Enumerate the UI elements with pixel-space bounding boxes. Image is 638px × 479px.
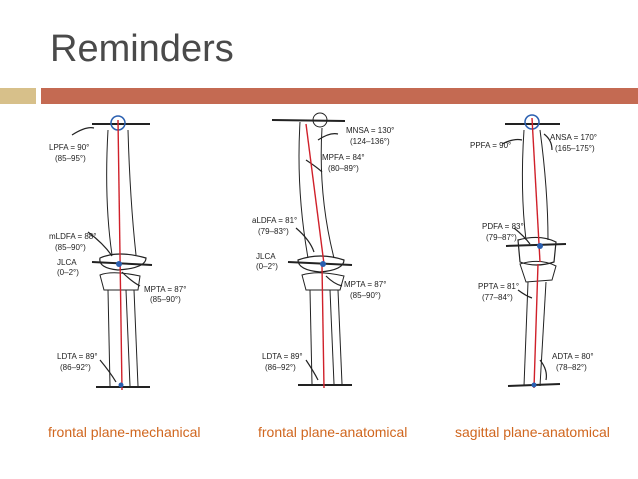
label-adta: ADTA = 80°	[552, 352, 594, 361]
mechanical-axis-line	[117, 119, 123, 391]
knee-center-marker	[116, 261, 122, 267]
label-ppta-range: (77–84°)	[482, 293, 513, 302]
ankle-center-marker	[118, 382, 124, 388]
caption-frontal-mechanical: frontal plane-mechanical	[48, 424, 201, 440]
label-mpfa: MPFA = 84°	[322, 153, 365, 162]
femoral-anatomical-axis	[305, 123, 325, 265]
label-jlca: JLCA	[57, 258, 77, 267]
label-adta-range: (78–82°)	[556, 363, 587, 372]
label-mpta-anatomical: MPTA = 87°	[344, 280, 386, 289]
label-jlca-anatomical-range: (0–2°)	[256, 262, 278, 271]
slide-title: Reminders	[50, 28, 234, 70]
label-lpfa-range: (85–95°)	[55, 154, 86, 163]
diagram-sagittal-anatomical	[501, 114, 567, 387]
sagittal-knee-marker	[537, 243, 543, 249]
label-mldfa-range: (85–90°)	[55, 243, 86, 252]
caption-sagittal-anatomical: sagittal plane-anatomical	[455, 424, 610, 440]
label-aldfa: aLDFA = 81°	[252, 216, 297, 225]
label-ldta: LDTA = 89°	[57, 352, 98, 361]
label-mpta-range: (85–90°)	[150, 295, 181, 304]
label-ansa: ANSA = 170°	[550, 133, 597, 142]
label-mldfa: mLDFA = 88°	[49, 232, 96, 241]
label-lpfa: LPFA = 90°	[49, 143, 89, 152]
sagittal-femoral-axis	[531, 117, 541, 263]
title-accent-bar-right	[41, 88, 638, 104]
label-ldta-anatomical: LDTA = 89°	[262, 352, 303, 361]
label-ldta-range: (86–92°)	[60, 363, 91, 372]
label-jlca-anatomical: JLCA	[256, 252, 276, 261]
label-jlca-range: (0–2°)	[57, 268, 79, 277]
diagram-frontal-mechanical	[71, 115, 153, 388]
label-mnsa: MNSA = 130°	[346, 126, 394, 135]
label-mpta: MPTA = 87°	[144, 285, 186, 294]
knee-marker-anatomical	[320, 261, 326, 267]
label-pdfa: PDFA = 83°	[482, 222, 524, 231]
label-mnsa-range: (124–136°)	[350, 137, 390, 146]
label-ppfa: PPFA = 90°	[470, 141, 511, 150]
caption-frontal-anatomical: frontal plane-anatomical	[258, 424, 408, 440]
title-accent-bar-left	[0, 88, 36, 104]
diagram-frontal-anatomical	[271, 112, 353, 386]
label-ldta-anatomical-range: (86–92°)	[265, 363, 296, 372]
label-mpfa-range: (80–89°)	[328, 164, 359, 173]
sagittal-ankle-marker	[531, 382, 537, 388]
sagittal-tibial-axis	[533, 263, 539, 389]
label-pdfa-range: (79–87°)	[486, 233, 517, 242]
label-mpta-anatomical-range: (85–90°)	[350, 291, 381, 300]
tibial-anatomical-axis	[321, 265, 325, 389]
label-ansa-range: (165–175°)	[555, 144, 595, 153]
label-ppta: PPTA = 81°	[478, 282, 519, 291]
label-aldfa-range: (79–83°)	[258, 227, 289, 236]
